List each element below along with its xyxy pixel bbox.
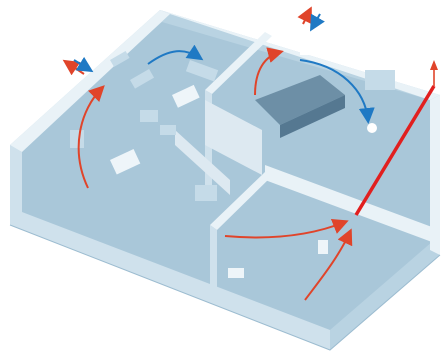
floorplan-diagram	[0, 0, 447, 356]
floorplan-svg	[0, 0, 447, 356]
